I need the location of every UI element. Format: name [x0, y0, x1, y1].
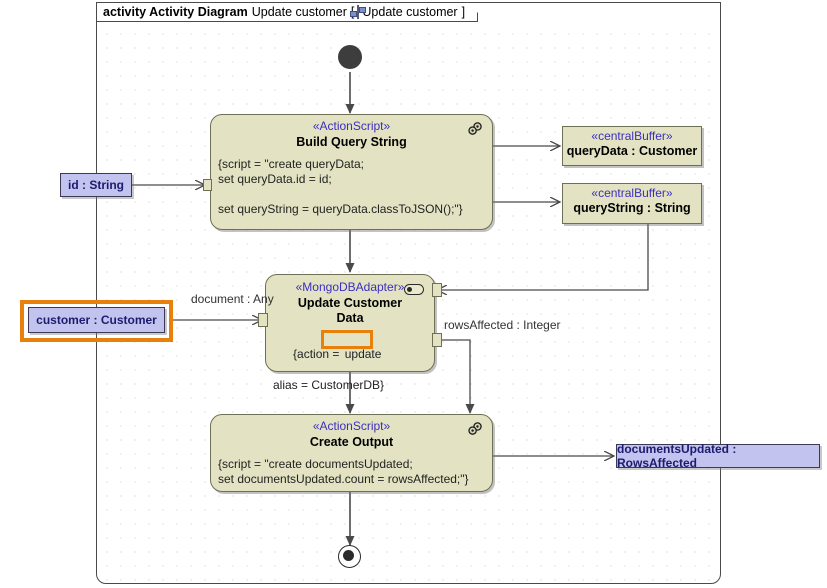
script-icon	[468, 422, 482, 435]
action-alias: alias = CustomerDB}	[273, 378, 385, 392]
object-node-documents-updated[interactable]: documentsUpdated : RowsAffected	[616, 442, 820, 470]
frame-keyword: activity Activity Diagram	[103, 5, 248, 19]
final-node-inner	[343, 550, 354, 561]
stereotype-label: «ActionScript»	[312, 119, 391, 133]
buffer-label: queryData : Customer	[566, 144, 698, 158]
action-create-output[interactable]: «ActionScript» Create Output {script = "…	[210, 414, 493, 492]
initial-node[interactable]	[338, 45, 362, 69]
frame-inner-name: Update customer	[362, 5, 458, 19]
object-label: id : String	[68, 178, 124, 192]
node-title: Create Output	[309, 435, 394, 449]
input-pin-querystring	[432, 283, 442, 297]
stereotype-label: «centralBuffer»	[591, 186, 673, 200]
node-title: Build Query String	[296, 135, 407, 149]
input-pin-build	[203, 179, 212, 191]
buffer-label: queryString : String	[573, 201, 691, 215]
node-body: {script = "create queryData; set queryDa…	[218, 157, 463, 216]
stereotype-label: «ActionScript»	[312, 419, 391, 433]
frame-name: Update customer	[251, 5, 347, 19]
central-buffer-querydata[interactable]: «centralBuffer» queryData : Customer	[562, 126, 702, 166]
node-title-line1: Update Customer	[297, 296, 403, 310]
action-prefix: {action =	[293, 347, 343, 361]
edge-label-rowsaffected: rowsAffected : Integer	[444, 318, 561, 332]
diagram-icon	[357, 5, 359, 19]
output-pin-rowsaffected	[432, 333, 442, 347]
node-body: {script = "create documentsUpdated; set …	[218, 457, 469, 486]
action-value-highlighted: update	[344, 347, 382, 361]
edge-querystring-to-update	[437, 224, 649, 290]
action-build-query-string[interactable]: «ActionScript» Build Query String {scrip…	[210, 114, 493, 230]
object-label: customer : Customer	[36, 313, 157, 327]
object-label: documentsUpdated : RowsAffected	[617, 442, 737, 470]
object-node-customer[interactable]: customer : Customer	[28, 307, 165, 333]
central-buffer-querystring[interactable]: «centralBuffer» queryString : String	[562, 183, 702, 224]
edge-rowsaffected-to-output	[437, 339, 475, 414]
frame-title-tab: activity Activity Diagram Update custome…	[96, 2, 478, 22]
edge-label-document: document : Any	[191, 292, 274, 306]
action-update-customer-data[interactable]: «MongoDBAdapter» Update Customer Data {a…	[265, 274, 435, 392]
script-icon	[468, 122, 482, 135]
input-pin-document	[258, 313, 268, 327]
node-title-line2: Data	[336, 311, 364, 325]
object-node-id[interactable]: id : String	[60, 173, 132, 197]
bracket-close: ]	[461, 5, 466, 19]
stereotype-label: «MongoDBAdapter»	[295, 280, 405, 294]
adapter-icon	[404, 284, 424, 295]
activity-final-node[interactable]	[338, 545, 361, 568]
stereotype-label: «centralBuffer»	[591, 129, 673, 143]
